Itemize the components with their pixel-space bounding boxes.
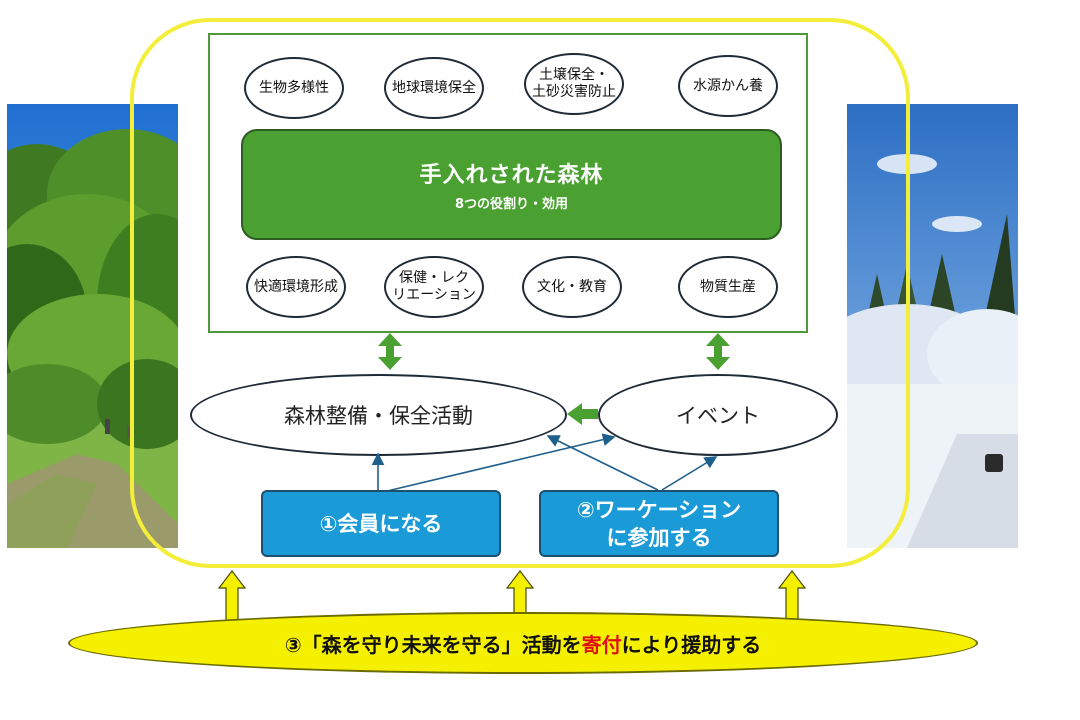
conservation-activity-oval: 森林整備・保全活動 [190, 374, 567, 456]
donation-highlight: 寄付 [581, 632, 622, 657]
support-arrows [217, 570, 807, 625]
donation-prefix: ③「森を守り未来を守る」活動を [284, 632, 582, 657]
service-global-environment: 地球環境保全 [384, 57, 484, 119]
event-oval: イベント [598, 374, 838, 456]
become-member-button[interactable]: ①会員になる [261, 490, 501, 557]
service-comfortable-environment: 快適環境形成 [246, 256, 346, 318]
activity-frame [130, 18, 910, 568]
join-workation-button[interactable]: ②ワーケーション に参加する [539, 490, 779, 557]
donation-suffix: により援助する [621, 632, 762, 657]
donation-ellipse[interactable]: ③「森を守り未来を守る」活動を寄付により援助する [68, 612, 978, 674]
service-water-source: 水源かん養 [678, 55, 778, 117]
service-soil-conservation: 土壌保全・ 土砂災害防止 [524, 53, 624, 115]
double-arrow-right-icon [706, 333, 730, 370]
up-arrow-left-icon [217, 570, 247, 625]
summer-forest-photo [7, 104, 178, 548]
up-arrow-right-icon [777, 570, 807, 625]
service-material-production: 物質生産 [678, 256, 778, 318]
connection-arrows [371, 433, 718, 493]
service-health-recreation: 保健・レク リエーション [384, 256, 484, 318]
forest-title: 手入れされた森林 [419, 163, 604, 188]
service-biodiversity: 生物多様性 [244, 57, 344, 119]
service-culture-education: 文化・教育 [522, 256, 622, 318]
double-arrow-left-icon [378, 333, 402, 370]
managed-forest-box: 手入れされた森林 8つの役割り・効用 [241, 129, 782, 240]
event-to-conservation-arrow-icon [567, 403, 598, 425]
forest-subtitle: 8つの役割り・効用 [454, 197, 569, 212]
